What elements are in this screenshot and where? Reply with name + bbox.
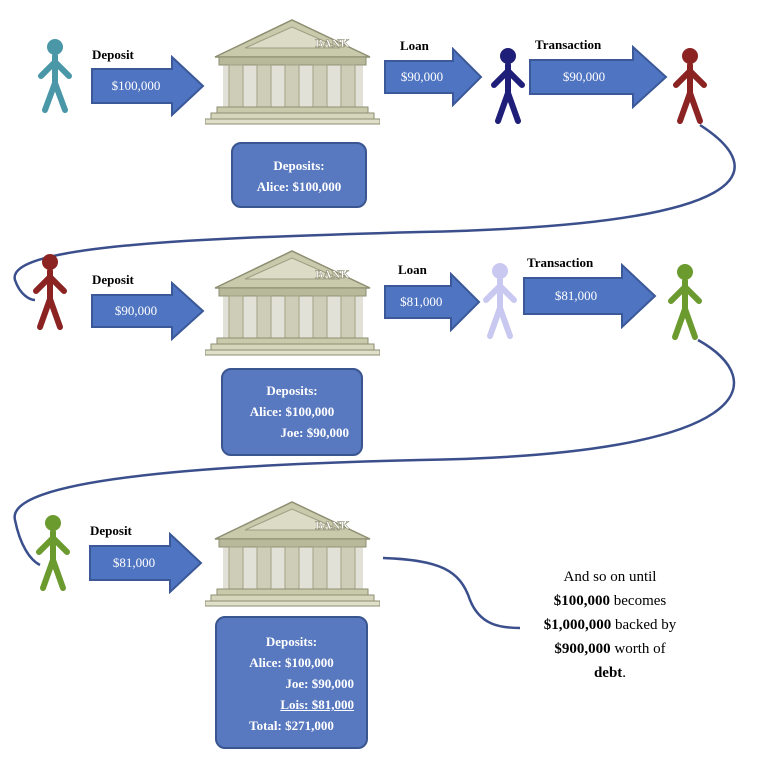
- person-alice-icon: [38, 39, 72, 113]
- deposits-line-joe-row2: Joe: $90,000: [280, 425, 349, 440]
- deposit-label-row2: Deposit: [92, 272, 134, 287]
- conclusion-text: And so on until $100,000 becomes $1,000,…: [505, 565, 715, 685]
- bank-icon-row2: BANK: [205, 250, 380, 356]
- deposits-line-joe-row3: Joe: $90,000: [285, 676, 354, 691]
- transaction-arrow-row1: $90,000: [528, 45, 668, 109]
- deposit-label-row3: Deposit: [90, 523, 132, 538]
- loan-arrow-row1: $90,000: [383, 47, 483, 107]
- person-joe-icon: [673, 48, 707, 124]
- bank-icon-row1: BANK: [205, 19, 380, 125]
- transaction-amount-row1: $90,000: [562, 69, 606, 84]
- loan-arrow-row2: $81,000: [383, 272, 481, 332]
- transaction-arrow-row2: $81,000: [522, 263, 657, 329]
- person-lavender-icon: [483, 263, 517, 339]
- connector-row1-to-row2: [13, 123, 736, 302]
- deposits-title-row1: Deposits:: [273, 158, 325, 173]
- conclusion-line-4-bold: $900,000: [554, 641, 611, 657]
- transaction-amount-row2: $81,000: [554, 288, 598, 303]
- deposit-arrow-row3: $81,000: [88, 532, 203, 594]
- bank-sign-row1: BANK: [315, 36, 350, 50]
- transaction-label-row1: Transaction: [535, 37, 602, 52]
- deposits-box-row2: Deposits: Alice: $100,000 Joe: $90,000: [221, 368, 363, 456]
- loan-label-row2: Loan: [398, 262, 427, 277]
- deposit-arrow-row2: $90,000: [90, 281, 205, 341]
- deposit-amount-row2: $90,000: [114, 303, 158, 318]
- bank-sign-row2: BANK: [315, 267, 350, 281]
- conclusion-line-4-rest: worth of: [610, 641, 666, 657]
- conclusion-line-3-bold: $1,000,000: [543, 617, 612, 633]
- deposits-box-row1: Deposits: Alice: $100,000: [231, 142, 367, 208]
- transaction-label-row2: Transaction: [527, 255, 594, 270]
- conclusion-line-3-rest: backed by: [611, 617, 677, 633]
- deposit-arrow-row1: $100,000: [90, 55, 205, 117]
- deposit-amount-row3: $81,000: [112, 555, 156, 570]
- deposits-line-total-row3: Total: $271,000: [249, 718, 334, 733]
- deposits-box-row3: Deposits: Alice: $100,000 Joe: $90,000 L…: [215, 616, 368, 749]
- deposits-line-lois-row3: Lois: $81,000: [280, 697, 354, 712]
- bank-icon-row3: BANK: [205, 501, 380, 607]
- conclusion-line-5-bold: debt: [593, 665, 623, 681]
- deposits-line-alice-row1: Alice: $100,000: [256, 179, 342, 194]
- deposits-title-row2: Deposits:: [266, 383, 318, 398]
- deposit-label-row1: Deposit: [92, 47, 134, 62]
- person-lois-icon: [668, 264, 702, 340]
- conclusion-line-2-bold: $100,000: [553, 593, 610, 609]
- conclusion-line-2-rest: becomes: [610, 593, 667, 609]
- person-lois-depositor-icon: [36, 515, 70, 591]
- conclusion-line-5-rest: .: [622, 665, 627, 681]
- bank-sign-row3: BANK: [315, 518, 350, 532]
- deposits-title-row3: Deposits:: [265, 634, 318, 649]
- loan-amount-row2: $81,000: [400, 294, 443, 309]
- deposits-line-alice-row2: Alice: $100,000: [249, 404, 335, 419]
- loan-label-row1: Loan: [400, 38, 429, 53]
- person-bob-icon: [491, 48, 525, 124]
- connector-bank-to-conclusion: [382, 556, 521, 630]
- connector-row2-to-row3: [13, 338, 736, 567]
- deposits-line-alice-row3: Alice: $100,000: [249, 655, 334, 670]
- deposit-amount-row1: $100,000: [111, 78, 161, 93]
- conclusion-line-1: And so on until: [563, 569, 657, 585]
- person-joe-depositor-icon: [33, 254, 67, 330]
- loan-amount-row1: $90,000: [400, 69, 444, 84]
